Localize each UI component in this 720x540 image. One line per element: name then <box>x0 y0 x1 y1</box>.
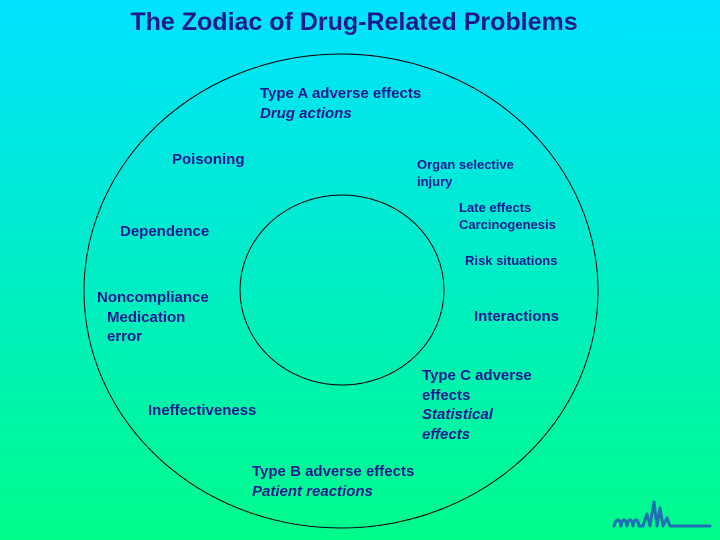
label-noncompliance: Noncompliance Medication error <box>97 289 209 345</box>
label-late-effects: Late effects Carcinogenesis <box>459 200 556 232</box>
label-poisoning: Poisoning <box>172 151 245 168</box>
label-type-a: Type A adverse effects Drug actions <box>260 85 422 122</box>
label-type-c: Type C adverse effects Statistical effec… <box>422 367 532 443</box>
label-type-b: Type B adverse effects Patient reactions <box>252 463 415 500</box>
label-organ-selective: Organ selective injury <box>417 157 514 189</box>
label-dependence: Dependence <box>120 223 210 240</box>
label-ineffectiveness: Ineffectiveness <box>148 402 257 419</box>
label-risk-situations: Risk situations <box>465 253 558 268</box>
label-interactions: Interactions <box>474 308 560 325</box>
slide-title: The Zodiac of Drug-Related Problems <box>130 8 578 36</box>
inner-ring <box>239 194 445 386</box>
outer-ring <box>83 53 599 529</box>
ecg-logo-icon <box>612 500 712 528</box>
